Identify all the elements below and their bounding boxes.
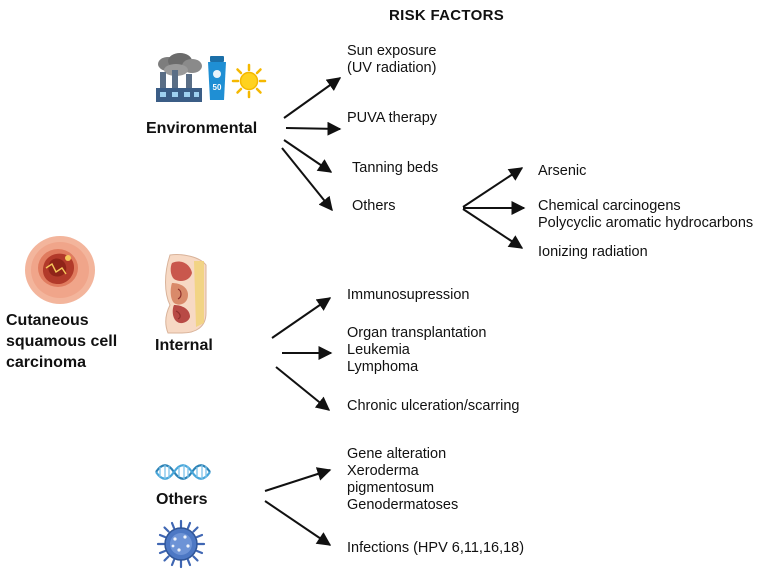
item-tanning-beds: Tanning beds bbox=[352, 160, 438, 177]
item-line: Gene alteration bbox=[347, 446, 447, 462]
item-line: Immunosupression bbox=[347, 287, 470, 303]
arrow-to-chronic-ulceration bbox=[275, 366, 331, 411]
item-line: Sun exposure bbox=[347, 43, 437, 59]
item-line: pigmentosum bbox=[347, 480, 435, 496]
item-puva-therapy: PUVA therapy bbox=[347, 110, 437, 127]
item-immunosupression: Immunosupression bbox=[347, 287, 470, 304]
category-others: Others bbox=[156, 491, 208, 508]
item-line: Chronic ulceration/scarring bbox=[347, 398, 520, 414]
item-line: Leukemia bbox=[347, 342, 410, 358]
item-others-env: Others bbox=[352, 198, 396, 215]
item-organ-transplantation: Organ transplantation Leukemia Lymphoma bbox=[347, 325, 486, 376]
condition-label: Cutaneous squamous cell carcinoma bbox=[6, 310, 117, 373]
arrow-to-puva-therapy bbox=[285, 121, 342, 136]
item-line: (UV radiation) bbox=[347, 60, 437, 76]
arrow-to-immunosupression bbox=[271, 297, 332, 339]
arrow-to-gene-alteration bbox=[264, 467, 332, 492]
sunscreen-icon: 50 bbox=[208, 56, 226, 100]
category-internal: Internal bbox=[155, 337, 213, 354]
item-line: PUVA therapy bbox=[347, 110, 438, 126]
arrow-to-arsenic bbox=[462, 167, 524, 208]
item-chronic-ulceration: Chronic ulceration/scarring bbox=[347, 398, 519, 415]
arrow-to-infections bbox=[264, 500, 332, 546]
item-line: Xeroderma bbox=[347, 463, 419, 479]
arrow-to-sun-exposure bbox=[283, 77, 342, 119]
skin-lesion-icon bbox=[25, 236, 95, 304]
item-line: Arsenic bbox=[538, 163, 587, 179]
item-sun-exposure: Sun exposure (UV radiation) bbox=[347, 43, 436, 77]
arrow-to-tanning-beds bbox=[283, 139, 333, 173]
item-line: Ionizing radiation bbox=[538, 244, 648, 260]
condition-line: Cutaneous bbox=[6, 312, 89, 329]
arrow-to-ionizing bbox=[462, 208, 524, 249]
item-line: Chemical carcinogens bbox=[538, 198, 681, 214]
condition-line: carcinoma bbox=[6, 354, 87, 371]
item-ionizing-radiation: Ionizing radiation bbox=[538, 244, 648, 261]
item-line: Infections (HPV 6,11,16,18) bbox=[347, 540, 525, 556]
item-arsenic: Arsenic bbox=[538, 163, 586, 180]
item-line: Others bbox=[352, 198, 396, 214]
item-chemical-carcinogens: Chemical carcinogens Polycyclic aromatic… bbox=[538, 198, 753, 232]
item-line: Organ transplantation bbox=[347, 325, 487, 341]
sun-icon bbox=[231, 63, 267, 99]
category-environmental: Environmental bbox=[146, 120, 258, 137]
abdomen-anatomy-icon bbox=[165, 254, 207, 334]
sunscreen-spf-label: 50 bbox=[213, 83, 222, 92]
factory-pollution-icon bbox=[156, 53, 202, 102]
item-line: Genodermatoses bbox=[347, 497, 459, 513]
item-line: Lymphoma bbox=[347, 359, 419, 375]
virus-icon bbox=[156, 519, 206, 569]
dna-helix-icon bbox=[155, 464, 211, 480]
item-line: Tanning beds bbox=[352, 160, 439, 176]
item-infections-hpv: Infections (HPV 6,11,16,18) bbox=[347, 540, 524, 557]
item-line: Polycyclic aromatic hydrocarbons bbox=[538, 215, 754, 231]
condition-line: squamous cell bbox=[6, 333, 118, 350]
arrow-to-others-env bbox=[281, 147, 333, 212]
page-title: RISK FACTORS bbox=[389, 7, 505, 24]
item-gene-alteration: Gene alteration Xeroderma pigmentosum Ge… bbox=[347, 446, 458, 514]
